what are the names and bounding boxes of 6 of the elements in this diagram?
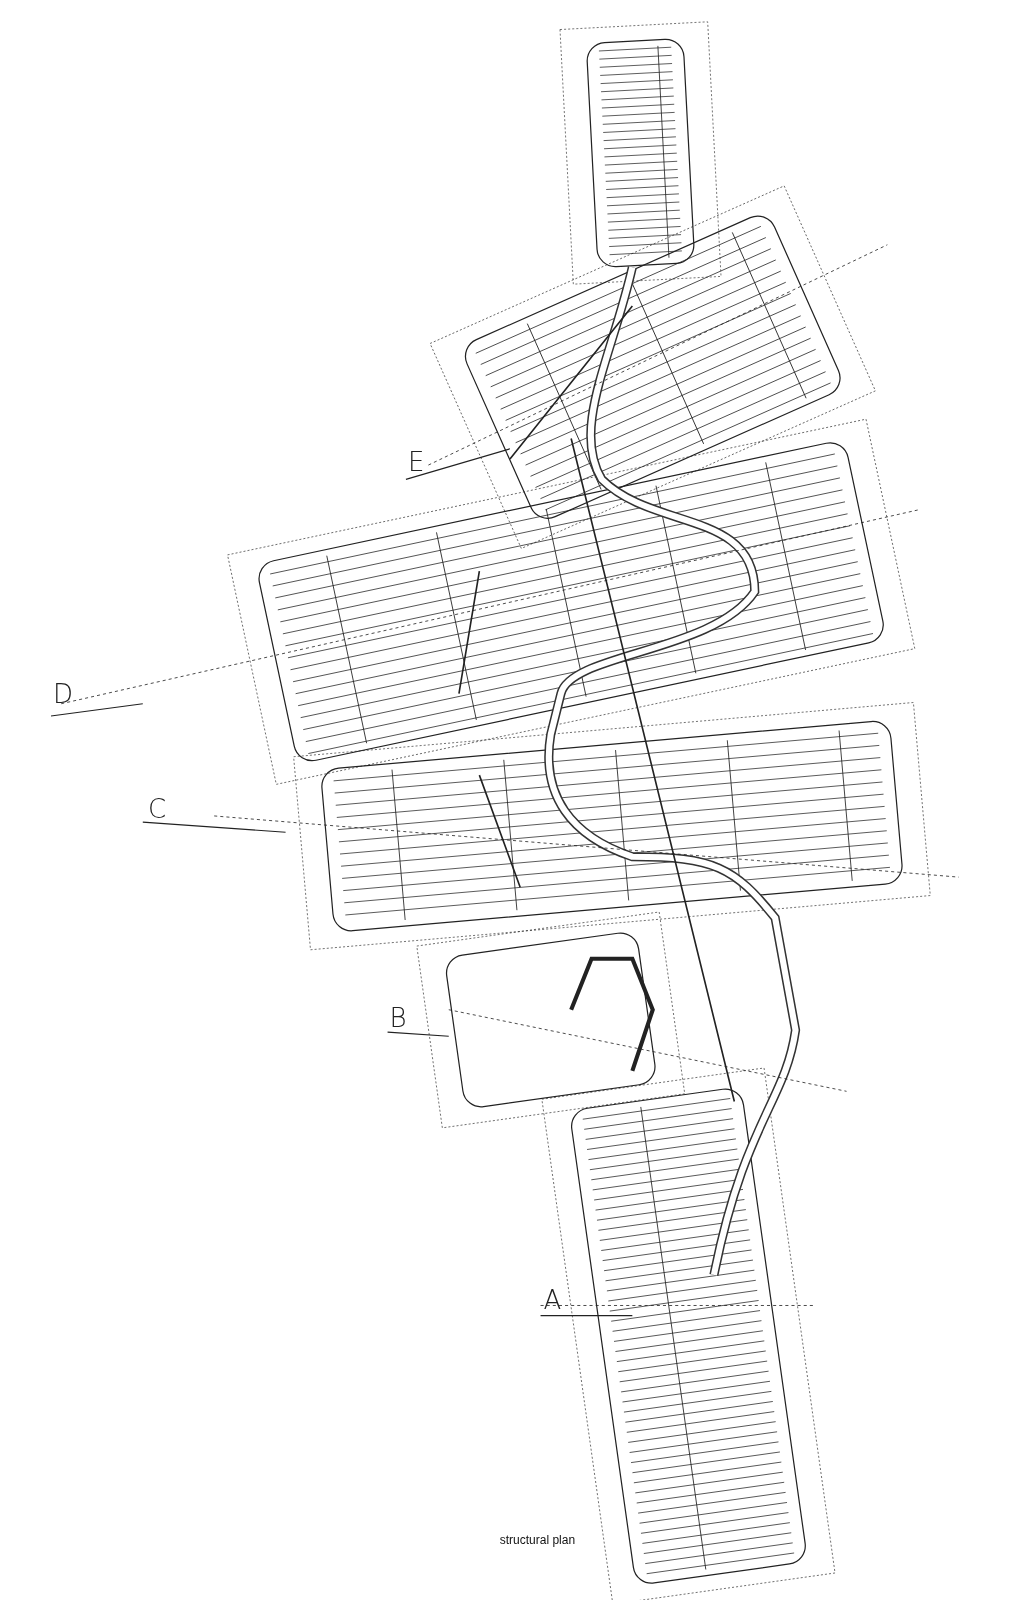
caption: structural plan <box>499 1532 576 1547</box>
section-label: B <box>389 1004 407 1031</box>
section-label: A <box>543 1287 562 1314</box>
section-label: D <box>53 681 74 708</box>
section-label: C <box>147 795 167 822</box>
section-label: E <box>407 448 425 475</box>
